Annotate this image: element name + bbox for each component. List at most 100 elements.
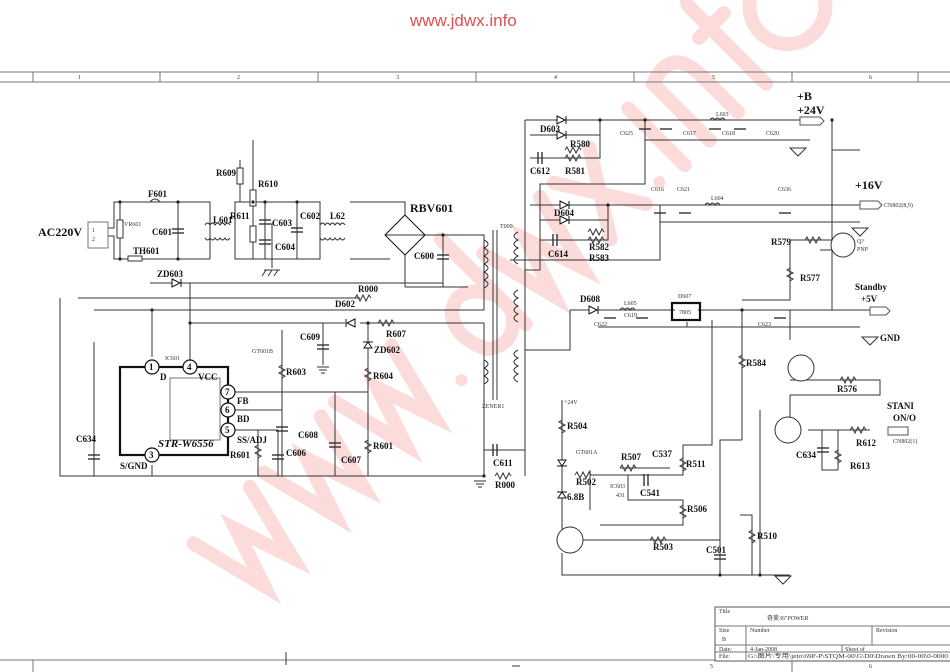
pin-label: 2 [92, 237, 95, 243]
size-label: Size [719, 628, 730, 634]
label-c620: C620 [766, 131, 779, 137]
ic601-chip[interactable]: 1 4 7 6 5 3 D VCC FB BD SS/ADJ S/GND STR… [118, 356, 268, 471]
capacitor-symbols [88, 128, 829, 560]
label-th601: TH601 [133, 246, 160, 256]
ic-pin-7: 7 [225, 387, 230, 397]
label-c636: C636 [778, 187, 791, 193]
date-value: 4-Jan-2008 [750, 647, 777, 653]
standby-label: Standby [855, 282, 888, 292]
label-r610: R610 [258, 179, 278, 189]
file-label: File: [719, 654, 730, 660]
label-r581: R581 [565, 166, 585, 176]
gnd-label: GND [880, 333, 901, 343]
transformer-t000 [482, 230, 520, 400]
label-l605: L605 [624, 301, 637, 307]
label-c622: C622 [594, 322, 607, 328]
label-l601: L601 [213, 215, 233, 225]
label-r507: R507 [621, 452, 641, 462]
label-c617: C617 [683, 131, 696, 137]
label-c541: C541 [640, 488, 660, 498]
label-c612: C612 [530, 166, 550, 176]
revision-label: Revision [876, 628, 897, 634]
label-c618: C618 [722, 131, 735, 137]
zigzag-resistors [253, 145, 867, 545]
label-c619: C619 [624, 313, 637, 319]
label-r601: R601 [373, 441, 393, 451]
label-gt601a: GT601A [576, 450, 598, 456]
label-r609: R609 [216, 168, 236, 178]
cn802-1-label: CN802(1) [893, 438, 917, 445]
label-pnp: PNP [857, 247, 869, 253]
label-r607: R607 [386, 329, 406, 339]
output-5v-label: +5V [861, 294, 878, 304]
output-24v-label: +24V [797, 103, 825, 117]
watermark [186, 0, 833, 605]
file-value: G:\图片\专用\jeto\69P-P\STQM-00\G\D0\Drawn B… [748, 652, 948, 660]
label-r612: R612 [856, 438, 876, 448]
ic-pin-name-fb: FB [237, 396, 249, 406]
ruler-col: 5 [710, 664, 713, 670]
label-r502: R502 [576, 477, 596, 487]
label-c614: C614 [548, 249, 568, 259]
label-rbv601: RBV601 [410, 201, 453, 215]
ac-connector[interactable] [87, 221, 109, 249]
label-c611: C611 [493, 458, 513, 468]
ruler-col: 1 [78, 75, 81, 81]
ic-pin-name-sgnd: S/GND [120, 461, 148, 471]
site-header[interactable]: www.jdwx.info [409, 11, 517, 30]
label-r506: R506 [687, 504, 707, 514]
label-l62: L62 [330, 211, 346, 221]
component-labels: AC220V F601 VR601 C601 TH601 L601 R609 R… [38, 89, 917, 555]
label-r576: R576 [837, 384, 857, 394]
ic-pin-3: 3 [149, 450, 154, 460]
label-r603: R603 [286, 367, 306, 377]
label-d603: D603 [540, 124, 560, 134]
label-c606: C606 [286, 448, 306, 458]
label-zener1: ZENER1 [482, 404, 504, 410]
label-c625: C625 [620, 131, 633, 137]
label-7805: 7805 [679, 310, 691, 316]
ruler-col: 6 [869, 664, 872, 670]
diode-symbols [171, 115, 599, 499]
label-c607: C607 [341, 455, 361, 465]
number-label: Number [750, 628, 770, 634]
label-r503: R503 [653, 542, 673, 552]
label-r584: R584 [746, 358, 766, 368]
label-r583: R583 [589, 253, 609, 263]
label-c634: C634 [76, 434, 96, 444]
output-16v-label: +16V [855, 178, 883, 192]
label-t000: T000 [500, 224, 513, 230]
pin-label: 1 [92, 228, 95, 234]
label-f601: F601 [148, 189, 167, 199]
ruler-col: 2 [237, 75, 240, 81]
label-c616: C616 [651, 187, 664, 193]
label-c634-b: C634 [796, 450, 816, 460]
inductor-symbols [204, 117, 726, 311]
sheet-label: Sheet of [845, 646, 865, 653]
ic-pin-4: 4 [187, 362, 192, 372]
ic-pin-6: 6 [225, 405, 230, 415]
thermistor-symbol [127, 255, 143, 262]
ic-pin-name-bd: BD [237, 414, 250, 424]
ic-part-number: STR-W6556 [158, 438, 214, 450]
ground-symbols [261, 147, 880, 585]
label-r510: R510 [757, 531, 777, 541]
ruler-col: 4 [554, 75, 557, 81]
components: 1 2 [87, 115, 909, 585]
label-c621: C621 [677, 187, 690, 193]
label-r577: R577 [800, 273, 820, 283]
regulator-7805 [670, 301, 702, 322]
label-l603: L603 [716, 112, 729, 118]
label-c602: C602 [300, 211, 320, 221]
ic-pin-5: 5 [225, 425, 230, 435]
label-c601: C601 [152, 227, 172, 237]
ic-pin-name-d: D [160, 372, 167, 382]
label-c623: C623 [758, 322, 771, 328]
label-vr601: VR601 [124, 222, 141, 228]
transistor-symbols [556, 232, 856, 554]
label-c501: C501 [706, 545, 726, 555]
label-gt601b: GT601B [252, 349, 273, 355]
label-d602: D602 [335, 299, 355, 309]
size-value: B [722, 637, 726, 643]
